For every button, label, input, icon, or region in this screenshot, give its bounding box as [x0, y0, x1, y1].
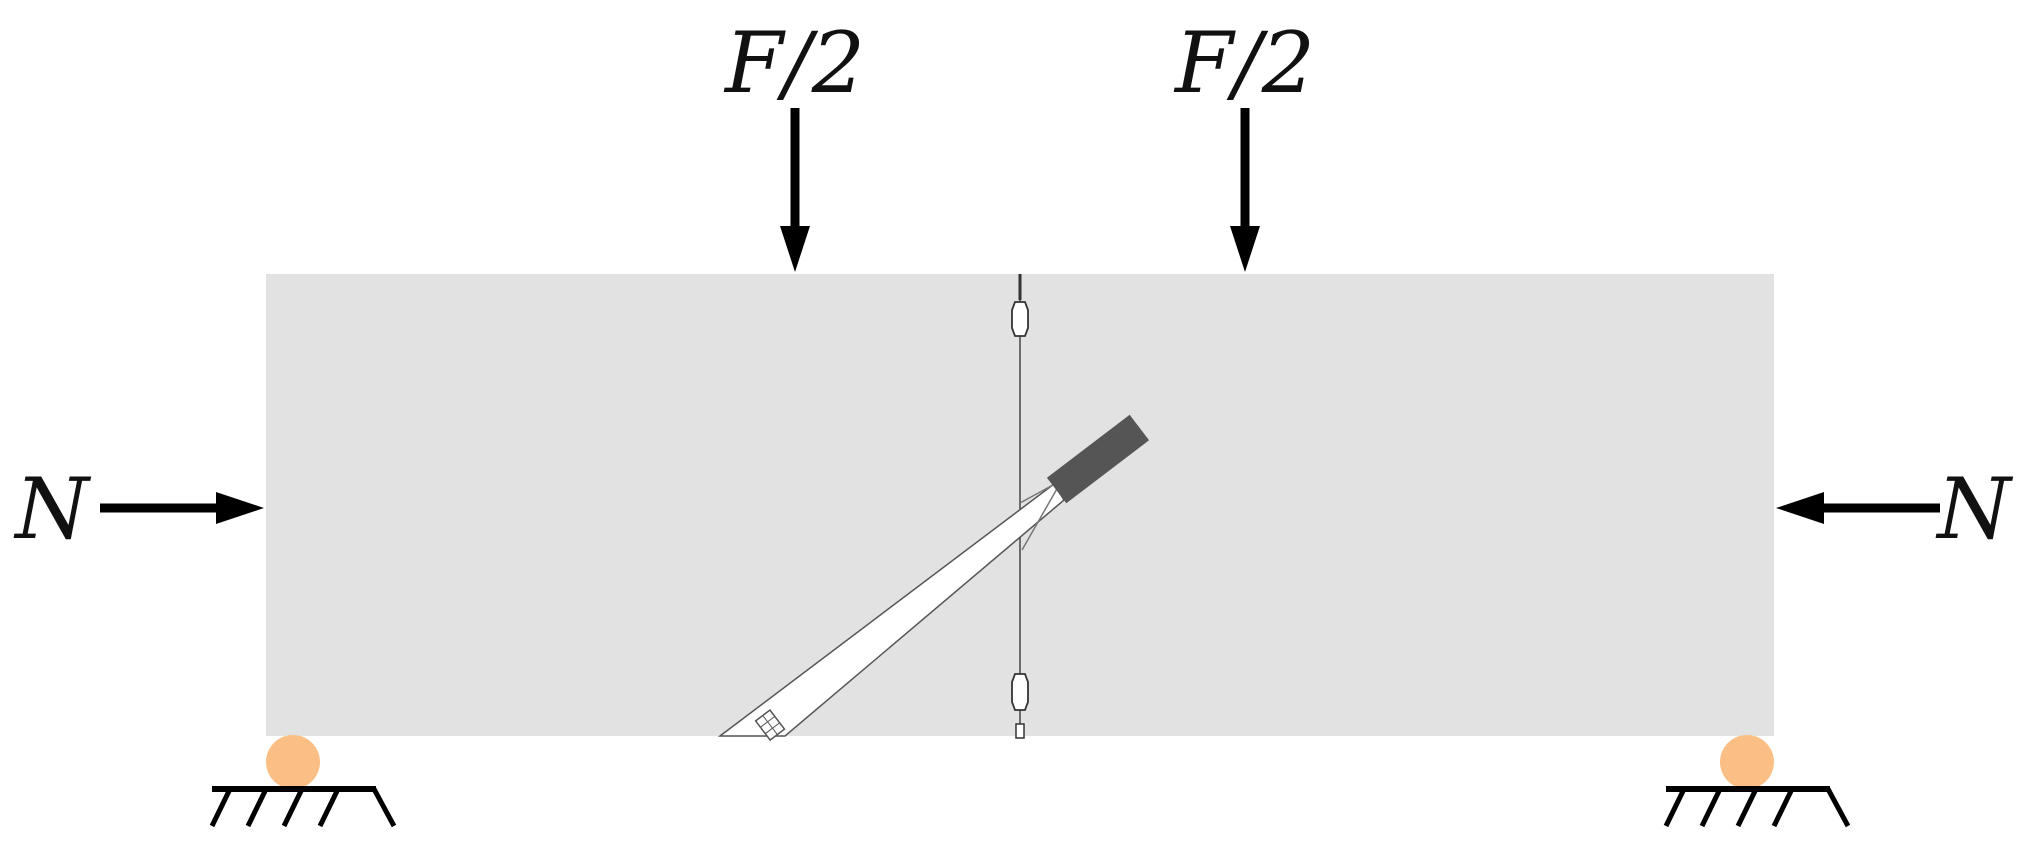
roller-right	[1720, 735, 1774, 789]
axial-arrow-left	[100, 492, 264, 524]
bar-anchor-plate	[754, 708, 786, 742]
upper-gauge	[1011, 301, 1029, 337]
load-arrow-left	[780, 108, 810, 272]
ground-hatch-left	[209, 787, 397, 828]
inclined-bar	[717, 414, 1150, 742]
axial-label-left: N	[13, 460, 91, 558]
load-arrow-right	[1230, 108, 1260, 272]
support-right	[1663, 735, 1851, 828]
load-label-left: F/2	[723, 14, 865, 112]
load-label-right: F/2	[1173, 14, 1315, 112]
roller-left	[266, 735, 320, 789]
lower-gauge	[1011, 673, 1029, 711]
ground-hatch-right	[1663, 787, 1851, 828]
bottom-gauge-tab	[1015, 723, 1025, 739]
support-left	[209, 735, 397, 828]
strain-gauge-line	[1011, 274, 1029, 739]
axial-arrow-right	[1776, 492, 1940, 524]
axial-label-right: N	[1935, 460, 2013, 558]
bar-end-block	[1046, 414, 1150, 504]
